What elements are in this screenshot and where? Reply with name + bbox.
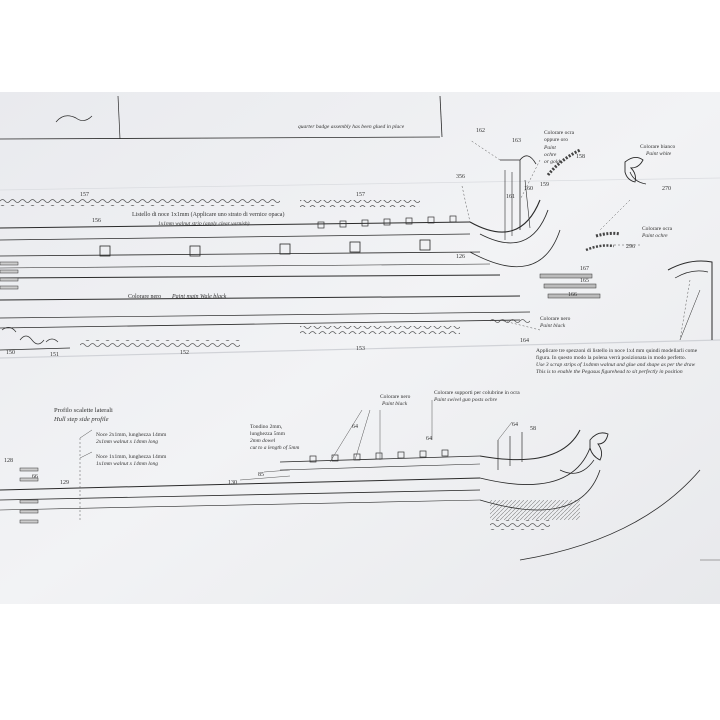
- white-label-en: Paint white: [645, 151, 672, 157]
- swivel-it: Colorare supporti per colubrine in ocra: [434, 390, 520, 396]
- apply-note: Applicare tre spezzoni di listello in no…: [536, 348, 698, 354]
- ochre-gold-label: Paint: [543, 145, 556, 151]
- top-note: quarter badge assembly has been glued in…: [298, 124, 405, 130]
- paint-wale-it: Colorare nero: [128, 294, 161, 300]
- ochre-gold-label: or gold: [544, 159, 560, 165]
- wale-label-it: Listello di noce 1x1mm (Applicare uno st…: [132, 211, 284, 218]
- black-label-en: Paint black: [539, 323, 566, 329]
- ochre-gold-label: ochre: [544, 152, 557, 158]
- paint-black-it: Colorare nero: [380, 394, 411, 400]
- paint-black-en: Paint black: [381, 401, 408, 407]
- ochre-gold-label: Colorare ocra: [544, 130, 575, 136]
- part-number: 66: [32, 474, 38, 480]
- dowel-note: lunghezza 5mm: [250, 431, 286, 437]
- dowel-note: cut to a length of 5mm: [250, 444, 299, 451]
- ochre-gold-label: oppure oro: [544, 137, 568, 143]
- black-label-it: Colorare nero: [540, 316, 571, 322]
- upper-annotations: Listello di noce 1x1mm (Applicare uno st…: [128, 130, 698, 375]
- part-number: 164: [520, 338, 529, 344]
- part-number: 152: [180, 350, 189, 356]
- walnut-2x1-en: 2x1mm walnut x 14mm long: [96, 438, 158, 445]
- part-number: 128: [4, 458, 13, 464]
- white-label-it: Colorare bianco: [640, 144, 676, 150]
- upper-bow-drawing: [461, 139, 713, 341]
- part-number: 64: [426, 436, 432, 442]
- profile-title-en: Hull step side profile: [53, 416, 109, 423]
- part-number: 157: [80, 192, 89, 198]
- part-number: 130: [228, 480, 237, 486]
- part-number: 64: [512, 422, 518, 428]
- lower-annotations: Profilo scalette laterali Hull step side…: [4, 390, 536, 486]
- part-number: 161: [506, 194, 515, 200]
- part-number: 163: [512, 138, 521, 144]
- lower-hull-drawing: [0, 400, 701, 561]
- swivel-en: Paint swivel gun posts ochre: [433, 397, 498, 403]
- apply-note: This is to enable the Pegasus figurehead…: [536, 368, 683, 375]
- ochre-label-it: Colorare ocra: [642, 226, 673, 232]
- part-number: 162: [476, 128, 485, 134]
- walnut-2x1-it: Noce 2x1mm, lunghezza 14mm: [96, 432, 167, 438]
- part-number: 129: [60, 480, 69, 486]
- walnut-1x1-it: Noce 1x1mm, lunghezza 14mm: [96, 454, 167, 460]
- part-number: 58: [530, 426, 536, 432]
- upper-part-numbers: 162 163 356 158 159 160 161 157 157 156 …: [6, 128, 671, 358]
- part-number: 153: [356, 346, 365, 352]
- part-number: 160: [524, 186, 533, 192]
- part-number: 126: [456, 254, 465, 260]
- part-number: 166: [568, 292, 577, 298]
- part-number: 296: [626, 244, 635, 250]
- dowel-note: Tondino 2mm,: [250, 424, 283, 430]
- part-number: 150: [6, 350, 15, 356]
- upper-hull-drawing: [0, 198, 531, 351]
- paint-wale-en: Paint main Wale black: [171, 294, 227, 300]
- part-number: 85: [258, 472, 264, 478]
- part-number: 165: [580, 278, 589, 284]
- top-frame: quarter badge assembly has been glued in…: [0, 95, 443, 140]
- part-number: 356: [456, 174, 465, 180]
- ochre-label-en: Paint ochre: [641, 233, 668, 239]
- part-number: 64: [352, 424, 358, 430]
- wale-label-en: 1x1mm walnut strip (apply clear varnish): [158, 220, 250, 227]
- part-number: 270: [662, 186, 671, 192]
- walnut-1x1-en: 1x1mm walnut x 14mm long: [96, 460, 158, 467]
- part-number: 156: [92, 218, 101, 224]
- part-number: 151: [50, 352, 59, 358]
- fold-crease: [0, 339, 720, 359]
- part-number: 159: [540, 182, 549, 188]
- apply-note: Use 3 scrap strips of 1x4mm walnut and g…: [536, 361, 696, 368]
- part-number: 158: [576, 154, 585, 160]
- apply-note: figura. In questo modo la polena verrà p…: [536, 354, 687, 361]
- part-number: 157: [356, 192, 365, 198]
- fold-crease: [0, 177, 720, 191]
- part-number: 167: [580, 266, 589, 272]
- profile-title-it: Profilo scalette laterali: [54, 407, 113, 414]
- dowel-note: 2mm dowel: [250, 438, 276, 444]
